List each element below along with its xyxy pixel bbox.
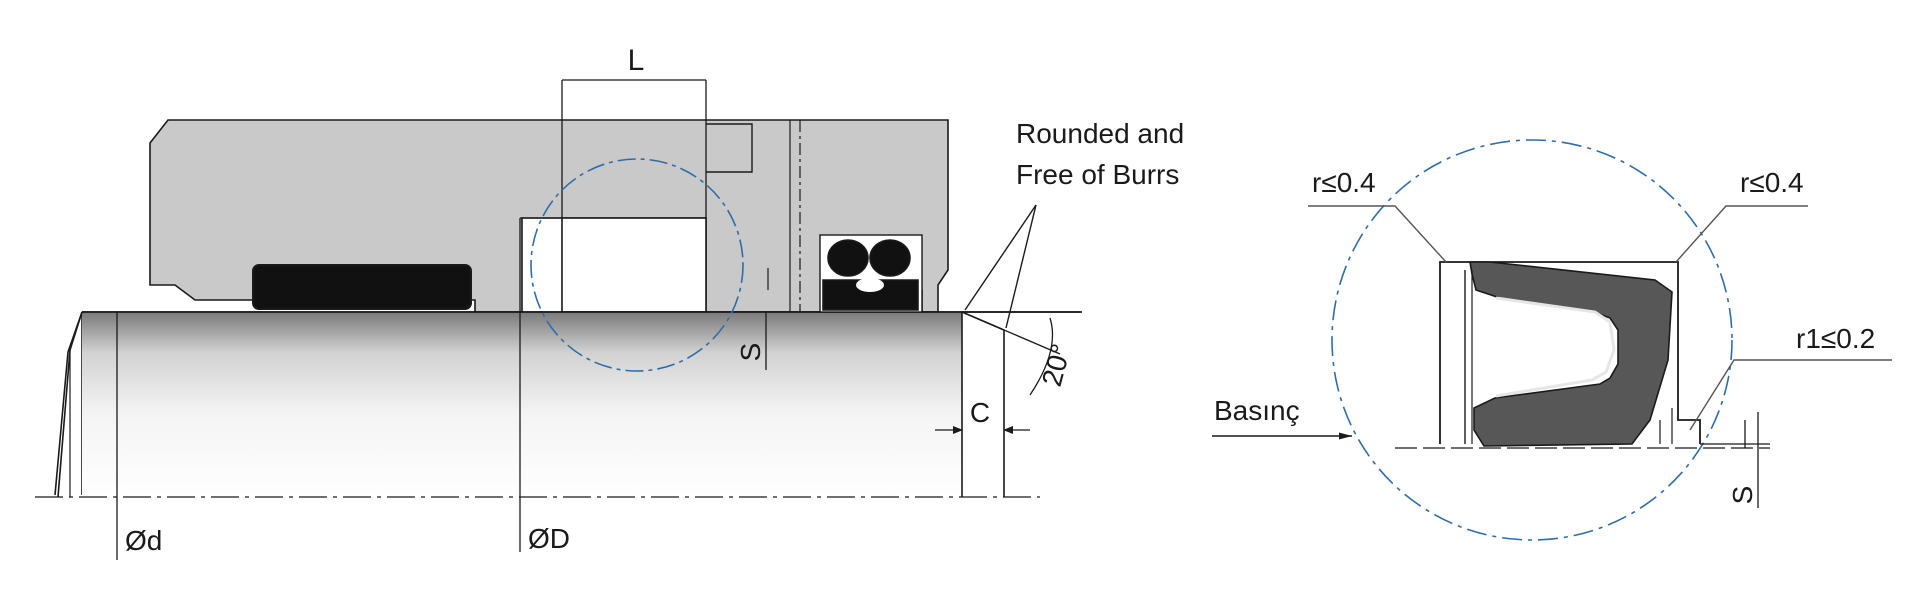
groove-length-label: L	[628, 44, 645, 77]
backup-ring	[822, 279, 919, 311]
edge-note-line2: Free of Burrs	[1016, 159, 1179, 190]
labels: L Rounded and Free of Burrs S 20° C Ød Ø…	[125, 44, 1875, 556]
edge-leader-2	[1005, 204, 1037, 329]
seal-groove	[561, 217, 707, 313]
o-ring-2	[869, 239, 911, 277]
radius-left-label: r≤0.4	[1312, 167, 1376, 198]
angle-arc	[1029, 317, 1054, 396]
housing-groove-step	[706, 123, 753, 173]
radius-right-label: r≤0.4	[1740, 167, 1804, 198]
edge-leader-1	[964, 204, 1037, 311]
chamfer-angle-label: 20°	[1036, 341, 1077, 390]
rod-body	[82, 312, 962, 497]
rod-seal-black	[252, 264, 472, 310]
detail-circle-marker	[530, 158, 744, 372]
angle-reference-line	[961, 311, 1061, 355]
radius-bottom-label: r1≤0.2	[1796, 323, 1875, 354]
section-height-right-label: S	[1727, 486, 1758, 505]
o-ring-1	[827, 239, 869, 277]
radius-right-leader	[1675, 205, 1808, 263]
pressure-label: Basınç	[1214, 395, 1300, 426]
u-cup-seal	[1469, 261, 1673, 447]
section-height-left-label: S	[735, 343, 766, 362]
radius-left-leader	[1308, 205, 1447, 263]
assembly-view	[35, 79, 1082, 560]
backup-ring-highlight	[856, 278, 884, 292]
rod-diameter-label: Ød	[125, 525, 162, 556]
chamfer-length-label: C	[970, 397, 990, 428]
detail-circle	[1331, 139, 1733, 541]
edge-note-line1: Rounded and	[1016, 118, 1184, 149]
radius-bottom-leader	[1689, 359, 1892, 431]
detail-groove	[1439, 261, 1701, 444]
detail-view	[1212, 139, 1892, 541]
groove-diameter-label: ØD	[528, 523, 570, 554]
u-cup-inner-lip	[1495, 296, 1616, 398]
